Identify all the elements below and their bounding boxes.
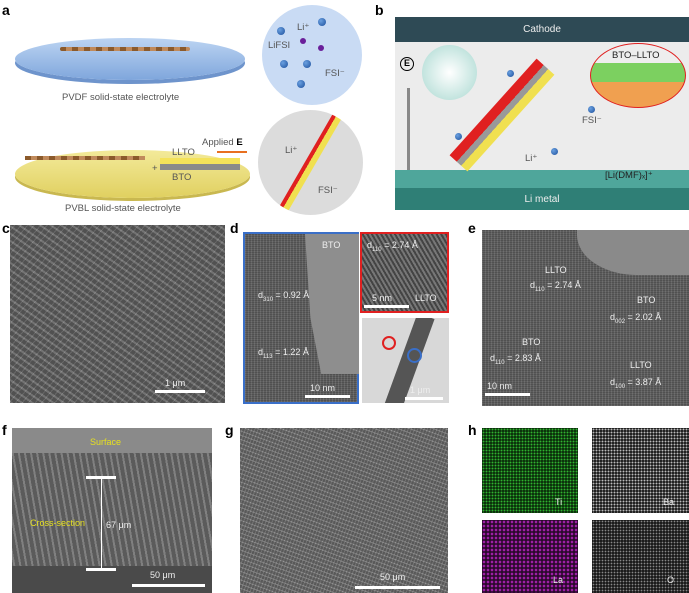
panel-label-h: h [468,422,477,438]
llto-label: LLTO [415,293,437,303]
fsi-label: FSI⁻ [318,185,338,196]
panel-label-f: f [2,422,7,438]
li-plus-label: Li⁺ [525,153,538,164]
fsi-ion [277,27,285,35]
d-spacing-label: d113 = 1.22 Å [258,347,309,360]
field-arrow-icon [407,88,410,170]
cathode-label: Cathode [523,24,561,35]
scale-label: 1 μm [165,378,186,388]
scale-bar [355,586,440,589]
scale-bar [364,305,409,308]
thickness-arrow-icon [101,478,102,568]
fsi-ion [507,70,514,77]
d-spacing-label: d110 = 2.83 Å [490,353,541,366]
llto-label: LLTO [630,360,652,370]
scale-bar [405,397,443,400]
panel-label-g: g [225,422,234,438]
scale-bar [132,584,205,587]
panel-label-a: a [2,2,10,18]
bto-label: BTO [172,172,192,183]
plus-sign: + [152,163,158,174]
li-metal-bar: Li metal [395,170,689,210]
fsi-ion [455,133,462,140]
pvdf-disc [15,38,245,80]
li-ion [318,45,324,51]
bto-llto-zoom [590,43,686,108]
scale-label: 10 nm [310,383,336,393]
polarized-crystal [422,45,477,100]
tem-fiber-image [362,318,449,403]
hrtem-bto [243,232,359,404]
d-spacing-label: d110 = 2.74 Å [367,240,418,253]
li-plus-label: Li⁺ [297,22,310,33]
fsi-label: FSI⁻ [325,68,345,79]
cathode-bar: Cathode [395,17,689,42]
d-spacing-label: d002 = 2.02 Å [610,312,662,325]
llto-label: LLTO [545,265,567,275]
ti-label: Ti [555,497,563,507]
fsi-ion [318,18,326,26]
scale-label: 50 μm [150,570,176,580]
surface-label: Surface [90,437,122,447]
fsi-ion [297,80,305,88]
pvbl-caption: PVBL solid-state electrolyte [65,203,181,214]
polymer-chain [60,47,190,51]
d-spacing-label: d100 = 3.87 Å [610,377,662,390]
li-dmf-label: [Li(DMF)ₓ]⁺ [605,170,653,181]
panel-label-e: e [468,220,476,236]
panel-label-d: d [230,220,239,236]
o-label: O [667,575,675,585]
bto-label: BTO [522,337,541,347]
pvdf-zoom-circle [262,5,362,105]
li-ion [300,38,306,44]
sem-surface [240,428,448,593]
d-spacing-label: d110 = 2.74 Å [530,280,581,293]
lifsi-label: LiFSI [268,40,291,51]
scale-bar [155,390,205,393]
pvdf-caption: PVDF solid-state electrolyte [62,92,180,103]
ba-label: Ba [663,497,675,507]
panel-label-c: c [2,220,10,236]
hrtem-interface [482,230,689,406]
cross-section-label: Cross-section [30,518,86,528]
arrow-icon [217,151,247,153]
eds-map-o [592,520,689,593]
bto-label: BTO [322,240,341,250]
e-field-icon: E [400,57,414,71]
bto-llto-label: BTO–LLTO [612,50,660,61]
pvbl-zoom-circle [258,110,363,215]
thickness-bar-top [86,476,116,479]
la-label: La [553,575,564,585]
scale-label: 1 μm [410,385,431,395]
sem-image-nanofibers [10,225,225,403]
eds-map-ti [482,428,578,513]
bto-label: BTO [637,295,656,305]
scale-label: 5 nm [372,293,393,303]
li-plus-label: Li⁺ [285,145,298,156]
fsi-ion [588,106,595,113]
applied-field-label: Applied E [202,137,243,148]
fsi-label: FSI⁻ [582,115,602,126]
llto-bto-sheet [160,158,240,170]
thickness-label: 67 μm [106,520,132,530]
thickness-bar-bottom [86,568,116,571]
scale-label: 10 nm [487,381,513,391]
scale-label: 50 μm [380,572,406,582]
fsi-ion [551,148,558,155]
hrtem-llto-inset [360,232,449,313]
fsi-ion [280,60,288,68]
sem-cross-section [12,428,212,593]
eds-map-ba [592,428,689,513]
eds-map-la [482,520,578,593]
fsi-ion [303,60,311,68]
panel-label-b: b [375,2,384,18]
llto-label: LLTO [172,147,195,158]
li-metal-label: Li metal [524,194,560,205]
scale-bar [485,393,530,396]
d-spacing-label: d310 = 0.92 Å [258,290,310,303]
polymer-chain [25,156,145,160]
scale-bar [305,395,350,398]
